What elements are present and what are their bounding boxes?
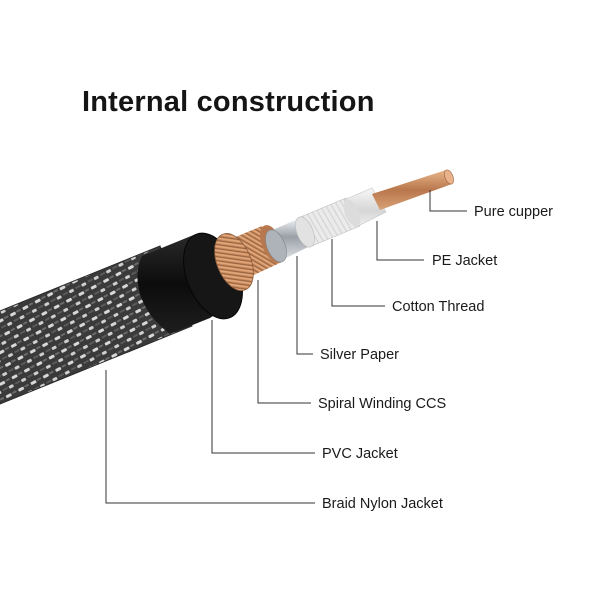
label-spiral-winding-ccs: Spiral Winding CCS <box>318 396 446 412</box>
leader-lines <box>105 190 467 504</box>
leader-braid-nylon-jacket <box>105 370 315 504</box>
leader-pure-cupper <box>429 190 467 212</box>
diagram-title: Internal construction <box>82 86 375 118</box>
leader-cotton-thread <box>331 239 385 307</box>
part-labels: Pure cupper PE Jacket Cotton Thread Silv… <box>318 204 553 512</box>
label-braid-nylon-jacket: Braid Nylon Jacket <box>322 496 443 512</box>
leader-pe-jacket <box>376 221 424 261</box>
leader-pvc-jacket <box>211 320 315 454</box>
label-pvc-jacket: PVC Jacket <box>322 446 398 462</box>
leader-silver-paper <box>296 256 313 355</box>
label-silver-paper: Silver Paper <box>320 347 399 363</box>
label-pe-jacket: PE Jacket <box>432 253 497 269</box>
spiral-winding-ccs-part <box>214 225 284 291</box>
leader-spiral-winding-ccs <box>257 280 311 404</box>
pure-copper-part <box>372 169 454 210</box>
label-pure-cupper: Pure cupper <box>474 204 553 220</box>
label-cotton-thread: Cotton Thread <box>392 299 484 315</box>
